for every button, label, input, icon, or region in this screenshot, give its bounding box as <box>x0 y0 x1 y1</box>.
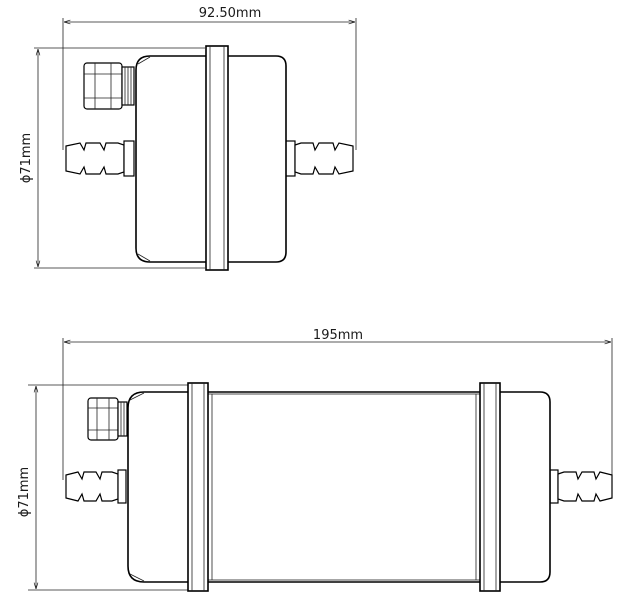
bottom-housing-body <box>127 391 551 583</box>
bottom-port-nut <box>87 397 128 441</box>
bottom-view: 195mm ϕ71mm <box>17 328 613 592</box>
bottom-length-dimension: 195mm <box>62 328 613 480</box>
bottom-right-barb-fitting <box>549 469 613 504</box>
top-width-dimension: 92.50mm <box>62 6 357 150</box>
bottom-left-clamp-band <box>187 382 209 592</box>
top-diameter-dimension: ϕ71mm <box>19 47 205 269</box>
top-clamp-band <box>205 45 229 271</box>
top-view: 92.50mm ϕ71mm <box>19 6 357 271</box>
bottom-length-label: 195mm <box>313 328 363 343</box>
top-diameter-label: ϕ71mm <box>19 133 34 183</box>
bottom-diameter-dimension: ϕ71mm <box>17 384 190 591</box>
bottom-left-barb-fitting <box>65 469 127 504</box>
bottom-diameter-label: ϕ71mm <box>17 467 32 517</box>
top-right-barb-fitting <box>284 140 354 177</box>
top-port-nut <box>83 62 135 110</box>
top-width-label: 92.50mm <box>199 6 262 21</box>
top-left-barb-fitting <box>65 140 135 177</box>
bottom-right-clamp-band <box>479 382 501 592</box>
